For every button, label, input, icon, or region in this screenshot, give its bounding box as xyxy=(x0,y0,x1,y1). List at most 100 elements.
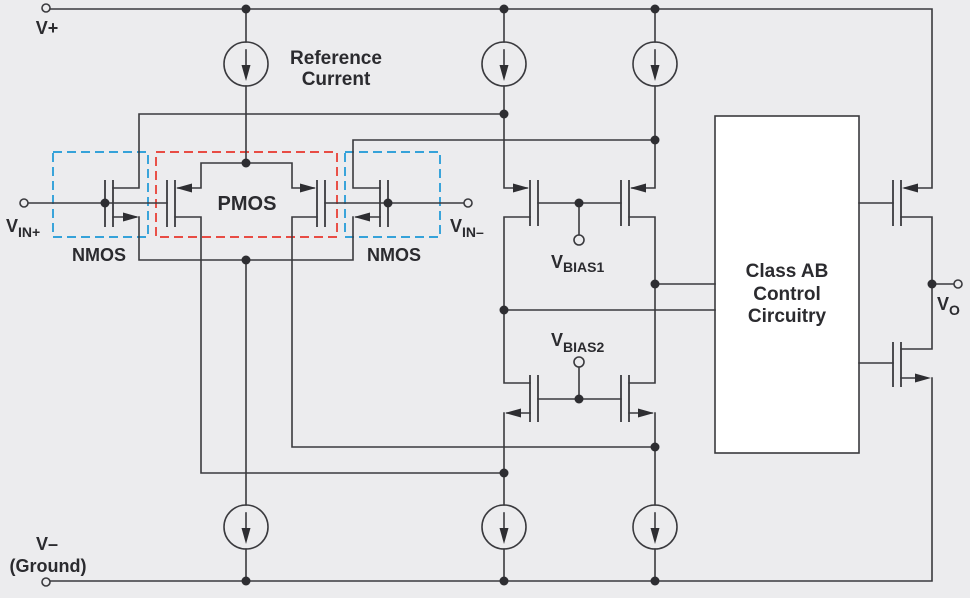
pmos-cascode-right-transistor xyxy=(620,180,646,226)
arrow-left-icon xyxy=(505,408,521,418)
nmos-cascode-left-source-wire xyxy=(503,412,531,582)
nmos-cascode-right-source-wire xyxy=(628,412,656,582)
junction-dot xyxy=(499,468,509,478)
pmos-left-drain-wire xyxy=(174,216,505,474)
nmos-left-label: NMOS xyxy=(72,245,126,265)
current-source-3-bottom-wire xyxy=(631,85,656,189)
junction-dot xyxy=(499,109,509,119)
current-source-top-middle xyxy=(481,41,527,87)
tail-current-source xyxy=(223,504,269,550)
vminus-label: V– xyxy=(36,534,58,554)
current-source-circle xyxy=(632,41,678,87)
class-ab-label-line1: Class AB xyxy=(746,261,829,282)
junction-dot xyxy=(499,576,509,586)
vin-minus-terminal xyxy=(463,198,473,208)
junction-dot xyxy=(574,394,584,404)
vbias2-label-main: V xyxy=(551,330,563,350)
class-ab-control-block xyxy=(714,115,860,454)
junction-dot xyxy=(650,279,660,289)
arrow-down-icon xyxy=(650,65,660,81)
vbias1-label-main: V xyxy=(551,252,563,272)
arrow-right-icon xyxy=(123,212,139,222)
class-ab-label-line3: Circuitry xyxy=(748,306,827,327)
junction-dot xyxy=(499,305,509,315)
current-source-2-bottom-wire xyxy=(503,85,528,189)
vbias2-label: VBIAS2 xyxy=(551,330,604,355)
arrow-left-icon xyxy=(630,183,646,193)
vplus-rail xyxy=(49,8,933,189)
vplus-label: V+ xyxy=(36,18,59,38)
vin-minus-label: VIN– xyxy=(450,216,484,240)
pmos-cascode-left-drain-wire xyxy=(503,216,531,384)
arrow-down-icon xyxy=(241,65,251,81)
junction-dot xyxy=(650,576,660,586)
vout-label-sub: O xyxy=(949,302,960,318)
output-drain-wire xyxy=(900,216,933,350)
current-source-bottom-middle xyxy=(481,504,527,550)
junction-dot xyxy=(650,135,660,145)
nmos-cascode-right-transistor xyxy=(620,375,654,422)
vbias1-terminal xyxy=(573,234,585,246)
current-source-circle xyxy=(481,41,527,87)
vout-label: VO xyxy=(937,294,960,318)
pmos-right-drain-wire xyxy=(291,216,656,448)
reference-current-label-line1: Reference xyxy=(290,48,382,69)
arrow-down-icon xyxy=(499,528,509,544)
nmos-left-highlight-box xyxy=(52,151,149,238)
pmos-label: PMOS xyxy=(218,193,277,215)
arrow-right-icon xyxy=(513,183,529,193)
nmos-cascode-left-transistor xyxy=(505,375,539,422)
junction-dot xyxy=(241,4,251,14)
vbias1-label-sub: BIAS1 xyxy=(563,259,604,275)
vin-plus-label: VIN+ xyxy=(6,216,40,240)
vin-plus-label-sub: IN+ xyxy=(18,224,40,240)
junction-dots xyxy=(100,4,937,586)
pmos-cascode-right-drain-wire xyxy=(628,216,656,384)
nmos-right-highlight-box xyxy=(344,151,441,238)
arrow-left-icon xyxy=(176,183,192,193)
current-source-circle xyxy=(223,41,269,87)
pmos-input-left-transistor xyxy=(166,180,192,227)
nmos-source-wire xyxy=(112,216,381,261)
junction-dot xyxy=(100,198,110,208)
arrow-down-icon xyxy=(499,65,509,81)
vbias1-label: VBIAS1 xyxy=(551,252,604,275)
reference-current-label-line2: Current xyxy=(302,69,371,90)
junction-dot xyxy=(927,279,937,289)
vout-terminal xyxy=(953,279,963,289)
nmos-output-transistor xyxy=(892,342,931,387)
vbias1-wire xyxy=(537,202,622,236)
junction-dot xyxy=(650,442,660,452)
junction-dot xyxy=(650,4,660,14)
pmos-input-right-transistor xyxy=(300,180,326,227)
arrow-left-icon xyxy=(354,212,370,222)
arrow-down-icon xyxy=(241,528,251,544)
pmos-cascode-left-transistor xyxy=(513,180,539,226)
pmos-output-transistor xyxy=(892,180,918,226)
junction-dot xyxy=(574,198,584,208)
ground-label: (Ground) xyxy=(10,556,87,576)
nmos-right-label: NMOS xyxy=(367,245,421,265)
vin-plus-label-main: V xyxy=(6,216,18,236)
current-source-top-right xyxy=(632,41,678,87)
vbias2-wire xyxy=(537,366,622,400)
vplus-terminal xyxy=(41,3,51,13)
vin-minus-label-sub: IN– xyxy=(462,224,484,240)
vin-minus-label-main: V xyxy=(450,216,462,236)
vin-plus-terminal xyxy=(19,198,29,208)
junction-dot xyxy=(241,576,251,586)
current-source-circle xyxy=(632,504,678,550)
arrow-right-icon xyxy=(915,373,931,383)
arrow-down-icon xyxy=(650,528,660,544)
class-ab-label-line2: Control xyxy=(753,284,821,305)
current-source-circle xyxy=(481,504,527,550)
arrow-right-icon xyxy=(638,408,654,418)
vbias2-terminal xyxy=(573,356,585,368)
nmos-left-drain-wire xyxy=(112,113,505,189)
junction-dot xyxy=(383,198,393,208)
vout-label-main: V xyxy=(937,294,949,314)
current-source-circle xyxy=(223,504,269,550)
junction-dot xyxy=(499,4,509,14)
current-source-bottom-right xyxy=(632,504,678,550)
